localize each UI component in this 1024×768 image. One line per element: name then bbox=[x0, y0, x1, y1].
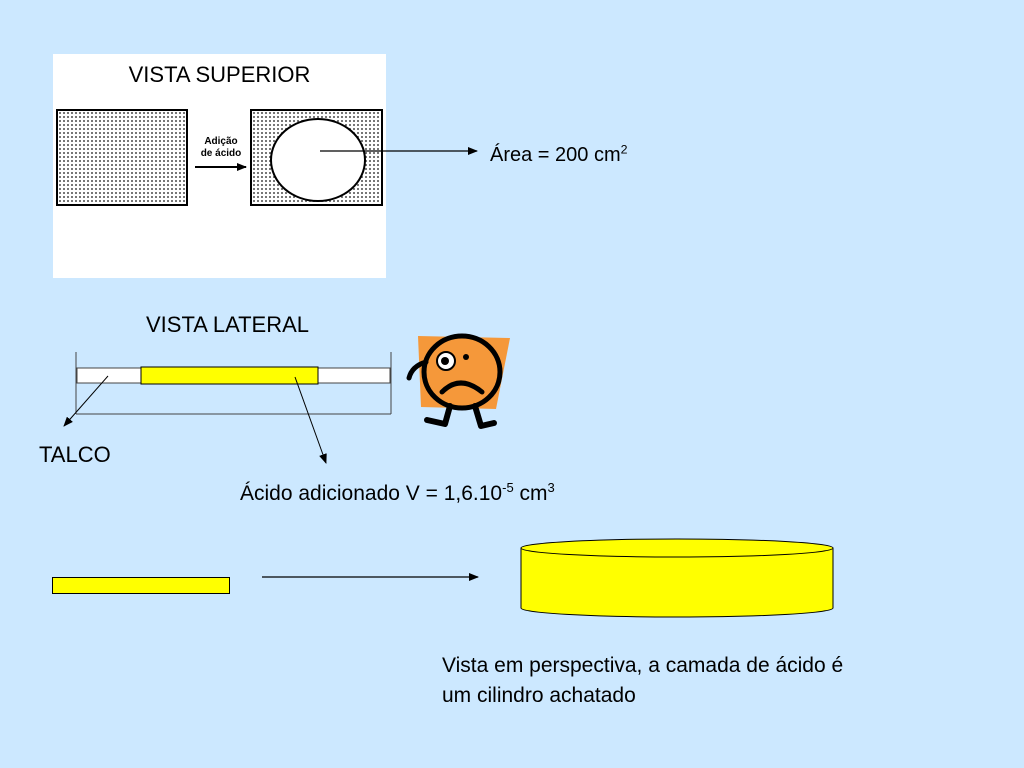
acid-spot-circle bbox=[270, 118, 366, 202]
acid-layer-side bbox=[140, 366, 319, 385]
step-label: Adição de ácido bbox=[196, 136, 246, 160]
acid-volume-unit-exponent: 3 bbox=[547, 480, 555, 495]
talc-label: TALCO bbox=[39, 442, 111, 467]
area-label: Área = 200 cm2 bbox=[490, 142, 628, 167]
acid-volume-exponent: -5 bbox=[502, 480, 514, 495]
acid-flat-layer bbox=[52, 577, 230, 594]
acid-volume-label: Ácido adicionado V = 1,6.10-5 cm3 bbox=[240, 480, 555, 506]
talc-tray-before bbox=[56, 109, 188, 206]
acid-cylinder bbox=[520, 538, 834, 618]
area-exponent: 2 bbox=[620, 142, 628, 157]
acid-pointer-arrow bbox=[294, 376, 327, 464]
top-view-title: VISTA SUPERIOR bbox=[128, 62, 311, 87]
top-view-panel: VISTA SUPERIOR Adição de ácido bbox=[53, 54, 386, 278]
perspective-caption: Vista em perspectiva, a camada de ácido … bbox=[442, 654, 844, 707]
step-label-line1: Adição bbox=[204, 136, 238, 147]
step-label-line2: de ácido bbox=[200, 148, 242, 159]
side-view-container bbox=[75, 352, 392, 415]
acid-volume-text: Ácido adicionado V = 1,6.10 bbox=[240, 482, 503, 505]
worried-character-icon bbox=[406, 333, 510, 429]
side-view-title: VISTA LATERAL bbox=[146, 312, 310, 337]
acid-volume-unit: cm bbox=[513, 482, 548, 505]
talc-pointer-arrow bbox=[63, 375, 109, 427]
area-text: Área = 200 cm bbox=[490, 144, 621, 166]
talc-tray-after bbox=[250, 109, 383, 206]
